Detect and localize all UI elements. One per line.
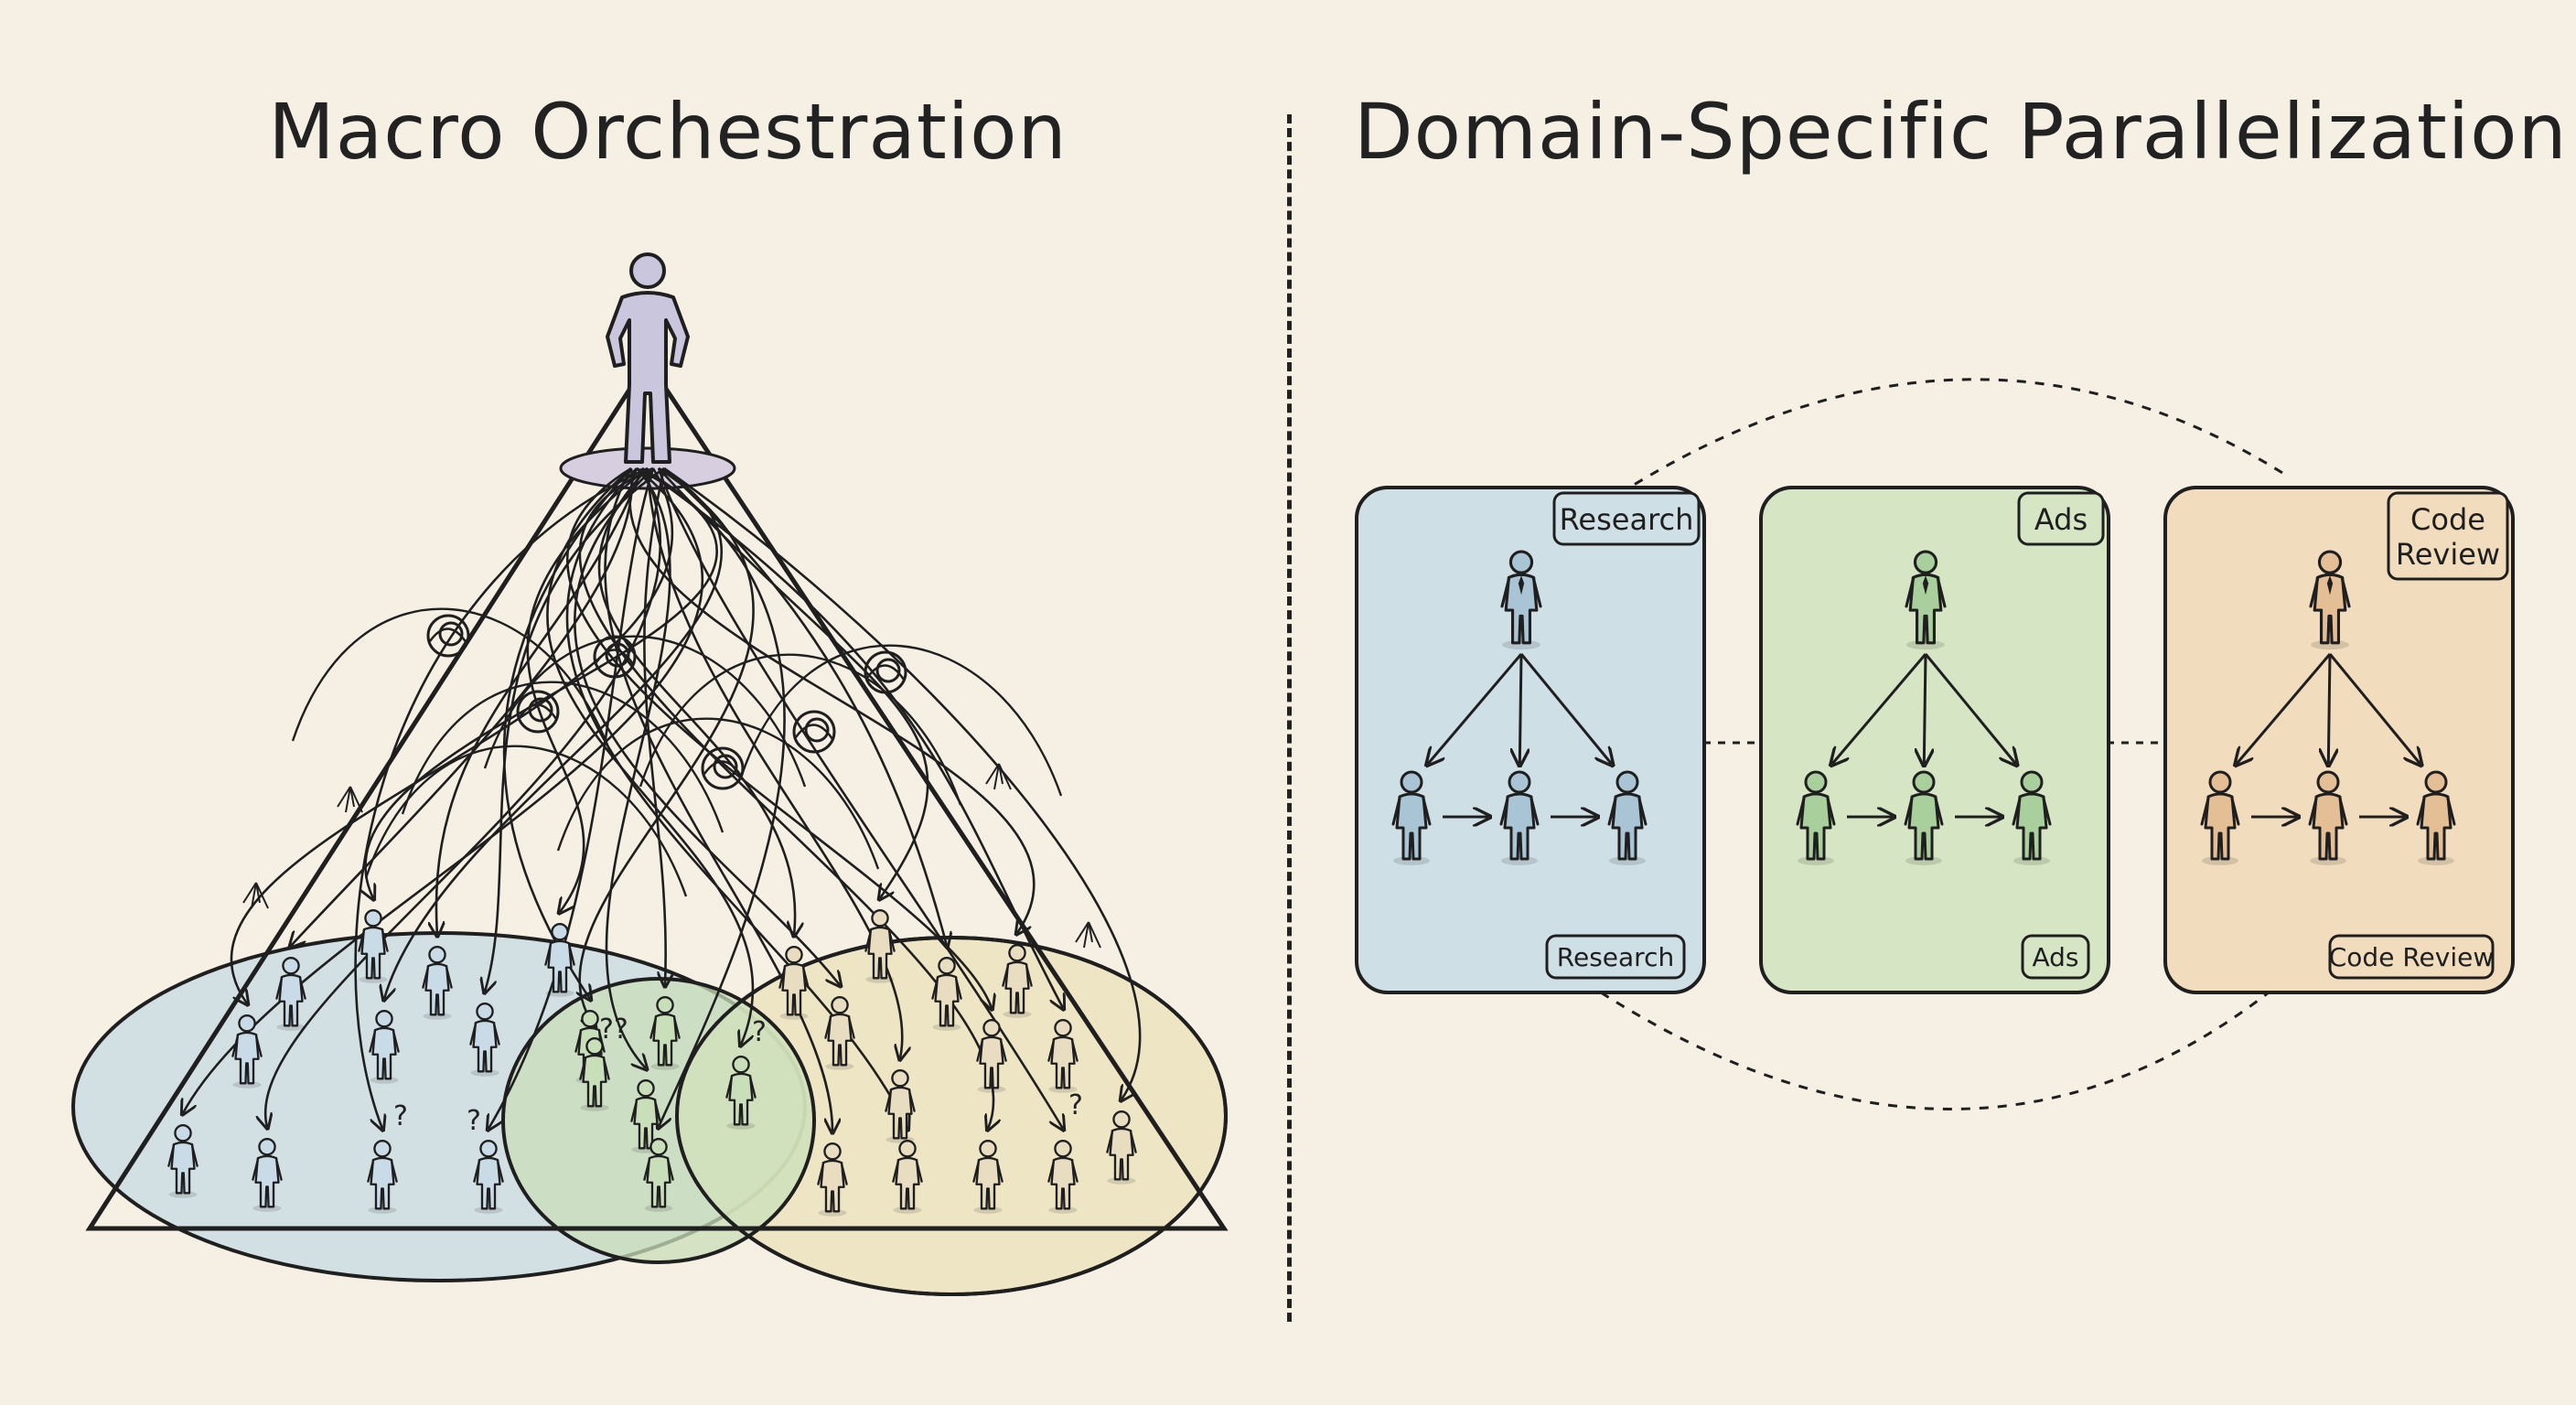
worker-figure	[885, 1069, 916, 1143]
question-mark: ??	[599, 1014, 628, 1046]
question-mark: ?	[467, 1105, 481, 1137]
delegation-arrow	[1924, 653, 1926, 764]
worker-figure	[422, 946, 453, 1020]
worker-figure	[1047, 1019, 1079, 1093]
orchestrator-figure	[606, 252, 690, 464]
team-lead-figure	[1500, 550, 1542, 650]
center-divider	[1287, 114, 1292, 1322]
delegation-arrow	[2328, 653, 2420, 764]
delegation-arrow	[1832, 653, 1927, 764]
team-worker-figure	[1391, 770, 1432, 865]
code-review-tag	[2387, 491, 2509, 581]
code-review-tag-label: Review	[2396, 537, 2500, 572]
research-footer-label: Research	[1557, 942, 1674, 972]
team-worker-figure	[1499, 770, 1540, 865]
worker-figure	[579, 1037, 610, 1111]
team-lead-figure	[2309, 550, 2351, 650]
worker-figure	[976, 1019, 1007, 1093]
worker-figure	[275, 957, 306, 1031]
ads-footer-label: Ads	[2032, 942, 2078, 972]
worker-figure	[643, 1138, 674, 1212]
delegation-arrow	[1519, 653, 1521, 764]
code-review-footer	[2328, 934, 2495, 980]
team-worker-figure	[1796, 770, 1836, 865]
research-tag-label: Research	[1560, 502, 1694, 537]
worker-figure	[231, 1014, 263, 1089]
dashed-connection-arc	[1618, 378, 2288, 496]
ads-tag-label: Ads	[2034, 502, 2088, 537]
worker-figure	[931, 957, 962, 1031]
delegation-arrow	[1428, 653, 1523, 764]
confused-workers: ??????	[167, 909, 1137, 1217]
question-mark: ?	[752, 1016, 767, 1048]
worker-figure	[367, 1140, 398, 1214]
worker-figure	[473, 1140, 504, 1214]
worker-figure	[972, 1140, 1004, 1214]
worker-figure	[778, 946, 810, 1020]
dashed-connection-arc-bottom	[1600, 991, 2270, 1110]
team-worker-figure	[2200, 770, 2240, 865]
code-review-tag-label: Code	[2410, 502, 2485, 537]
team-worker-figure	[2416, 770, 2456, 865]
delegation-arrow	[1924, 653, 2016, 764]
delegation-arrow	[2328, 653, 2330, 764]
worker-figure	[824, 996, 855, 1070]
worker-figure	[649, 996, 681, 1070]
domain-parallelization-title: Domain-Specific Parallelization	[1354, 87, 2568, 177]
research-footer	[1545, 934, 1686, 980]
macro-orchestration-title: Macro Orchestration	[268, 87, 1068, 177]
delegation-arrow	[2237, 653, 2332, 764]
code-review-footer-label: Code Review	[2329, 942, 2494, 972]
worker-figure	[358, 909, 389, 983]
team-worker-figure	[2308, 770, 2348, 865]
worker-figure	[252, 1138, 283, 1212]
delegation-arrow	[1519, 653, 1612, 764]
research-tag	[1552, 491, 1701, 546]
team-worker-figure	[1607, 770, 1648, 865]
worker-figure	[817, 1142, 848, 1217]
worker-figure	[1106, 1110, 1137, 1185]
question-mark: ?	[1068, 1089, 1083, 1121]
question-mark: ?	[393, 1100, 408, 1132]
team-lead-figure	[1905, 550, 1947, 650]
worker-figure	[725, 1056, 757, 1130]
team-worker-figure	[2012, 770, 2052, 865]
worker-figure	[864, 909, 896, 983]
worker-figure	[1047, 1140, 1079, 1214]
worker-figure	[1002, 944, 1033, 1018]
worker-figure	[630, 1079, 661, 1153]
worker-figure	[544, 923, 575, 997]
team-worker-figure	[1904, 770, 1944, 865]
knots	[426, 614, 907, 790]
ads-tag	[2017, 491, 2105, 546]
worker-figure	[892, 1140, 923, 1214]
hierarchy-triangle	[85, 357, 1229, 1231]
worker-figure	[369, 1010, 400, 1084]
ads-footer	[2021, 934, 2090, 980]
macro-orchestration-illustration: ??????	[71, 252, 1229, 1296]
worker-figure	[469, 1003, 500, 1077]
worker-figure	[167, 1124, 199, 1198]
